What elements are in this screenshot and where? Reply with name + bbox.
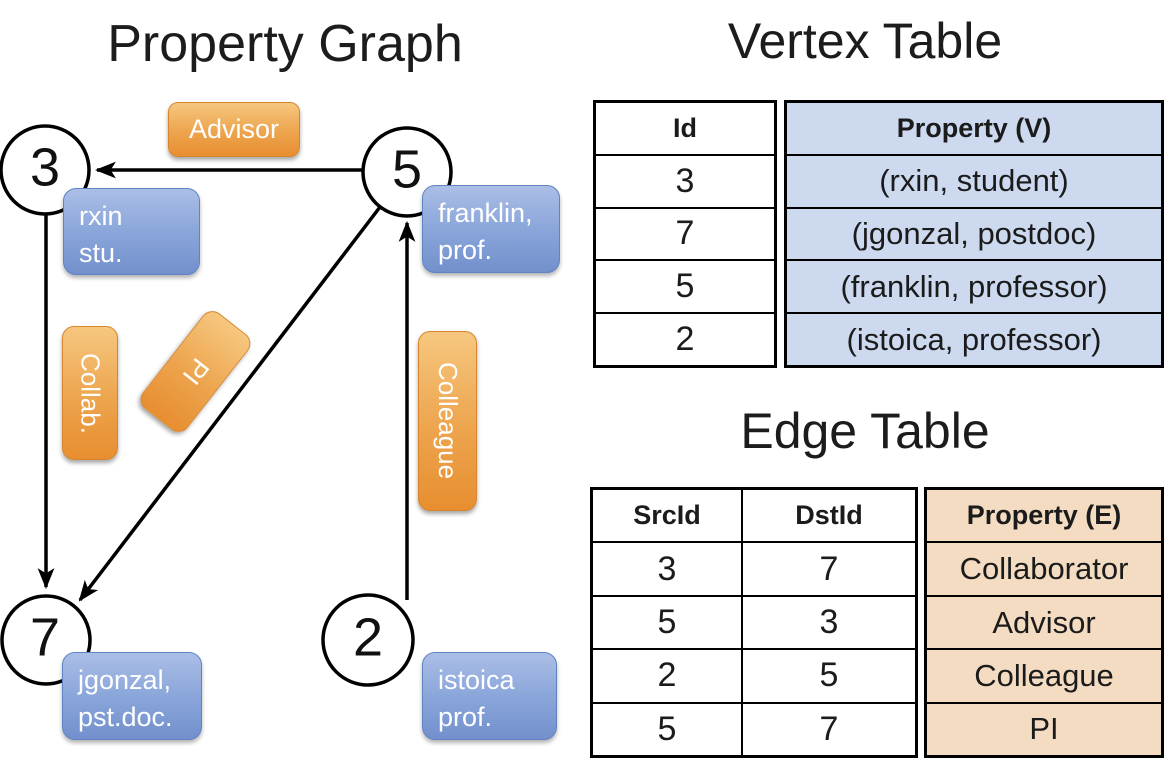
node-3-property-box: rxin stu. xyxy=(63,188,200,275)
vertex-table-title: Vertex Table xyxy=(727,13,1003,69)
vertex-row-id: 5 xyxy=(675,267,695,306)
edge-table-id-columns: SrcId DstId 3 7 5 3 2 5 5 7 xyxy=(590,487,918,758)
edge-5-to-7-pi xyxy=(78,205,382,602)
node-3-property-line2: stu. xyxy=(79,238,123,268)
node-5-property-line2: prof. xyxy=(438,235,493,265)
node-3-property-line1: rxin xyxy=(79,201,123,231)
edge-row-src: 5 xyxy=(593,703,743,756)
edge-label-advisor: Advisor xyxy=(168,102,300,157)
edge-row-dst: 7 xyxy=(819,549,839,588)
edge-row-property: Advisor xyxy=(927,596,1161,649)
vertex-row-id: 2 xyxy=(675,320,695,359)
node-2-property-line2: prof. xyxy=(438,702,493,732)
edge-table-property-column: Property (E) Collaborator Advisor Collea… xyxy=(924,487,1164,758)
node-id-2: 2 xyxy=(352,607,384,668)
edge-row-property: Colleague xyxy=(927,650,1161,702)
node-5-property-box: franklin, prof. xyxy=(422,185,560,273)
edge-row-src: 5 xyxy=(593,596,743,649)
vertex-row-id: 3 xyxy=(675,161,695,200)
node-5-property-line1: franklin, xyxy=(438,198,533,228)
edge-table-dstid-header: DstId xyxy=(795,500,863,531)
vertex-table-property-column: Property (V) (rxin, student) (jgonzal, p… xyxy=(784,100,1164,368)
node-7-property-box: jgonzal, pst.doc. xyxy=(62,652,202,740)
property-graph-canvas xyxy=(0,124,453,687)
node-id-7: 7 xyxy=(29,607,61,668)
node-7-property-line1: jgonzal, xyxy=(78,665,172,695)
vertex-row-property: (istoica, professor) xyxy=(787,314,1161,365)
edge-row-dst: 7 xyxy=(819,709,839,748)
node-7-property-line2: pst.doc. xyxy=(78,702,173,732)
edge-label-collab: Collab. xyxy=(62,326,118,460)
vertex-row-property: (franklin, professor) xyxy=(787,261,1161,313)
edge-row-dst: 3 xyxy=(819,603,839,642)
vertex-table-property-header: Property (V) xyxy=(787,103,1161,154)
vertex-table-id-column: Id 3 7 5 2 xyxy=(593,100,777,368)
edge-row-src: 3 xyxy=(593,543,743,595)
vertex-row-property: (rxin, student) xyxy=(787,155,1161,207)
node-2-property-box: istoica prof. xyxy=(422,652,557,740)
edge-row-dst: 5 xyxy=(819,656,839,695)
node-circle-2 xyxy=(321,593,415,687)
edge-table-srcid-header: SrcId xyxy=(593,490,743,542)
node-id-5: 5 xyxy=(391,139,423,200)
edge-table-title: Edge Table xyxy=(740,403,990,459)
edge-row-property: PI xyxy=(927,703,1161,756)
edge-label-colleague: Colleague xyxy=(418,331,477,511)
edge-row-property: Collaborator xyxy=(927,543,1161,595)
vertex-row-id: 7 xyxy=(675,214,695,253)
node-2-property-line1: istoica xyxy=(438,665,515,695)
node-id-3: 3 xyxy=(29,137,61,198)
vertex-row-property: (jgonzal, postdoc) xyxy=(787,208,1161,260)
edge-table-property-header: Property (E) xyxy=(927,490,1161,542)
vertex-table-id-header: Id xyxy=(673,112,697,143)
edge-row-src: 2 xyxy=(593,650,743,702)
property-graph-title: Property Graph xyxy=(107,15,463,73)
